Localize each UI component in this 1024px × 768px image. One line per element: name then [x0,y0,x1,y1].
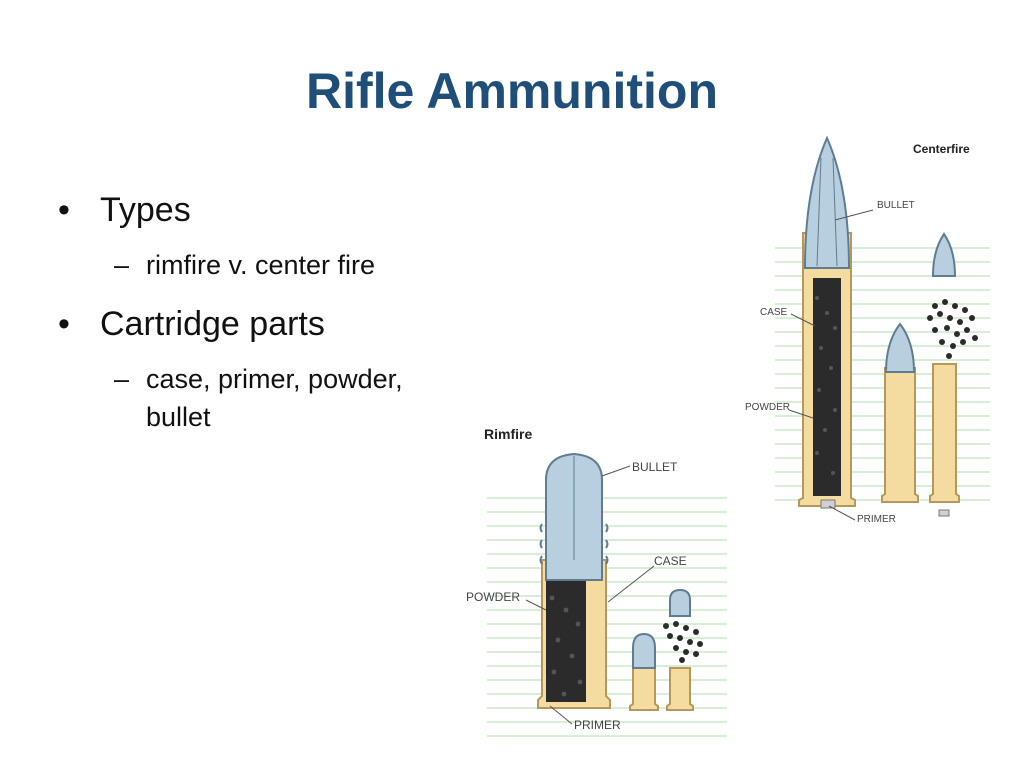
bullet-shape [931,232,957,277]
leader-lines [788,209,874,521]
primer-shape [820,499,836,509]
sub-bullet-text: rimfire v. center fire [146,250,376,280]
bullet-shape [669,588,691,617]
bullet-groove [832,157,838,267]
bullet-shape [884,322,916,373]
sub-bullet-item: – rimfire v. center fire [114,246,458,284]
rimfire-heading: Rimfire [484,426,533,442]
dash-icon: – [114,364,130,394]
powder-pile [927,299,978,359]
centerfire-illustration: Centerfire BULLET CASE POWDER PRIMER [735,128,997,528]
centerfire-label-bullet: BULLET [877,200,915,211]
rimfire-label-powder: POWDER [466,590,520,604]
rimfire-illustration: Rimfire BULLET CASE POWDER PRIMER [462,420,734,750]
case-shape [629,667,659,711]
bullet-item-types: • Types [58,188,458,232]
centerfire-label-case: CASE [760,307,788,318]
rimfire-label-case: CASE [654,554,687,568]
rimfire-diagram [487,452,727,737]
bullet-text: Types [100,191,191,229]
sub-bullet-text: case, primer, powder, bullet [146,364,403,432]
powder-grains [815,296,837,475]
bullet-groove [816,157,822,267]
slide-title: Rifle Ammunition [305,63,718,119]
bullet-list: • Types – rimfire v. center fire • Cartr… [58,188,458,454]
case-shape [929,363,960,503]
powder-fill [813,278,841,496]
bullet-item-cartridge-parts: • Cartridge parts [58,302,458,346]
bullet-shape [803,135,851,269]
case-shape [881,367,919,503]
primer-shape [938,509,950,517]
rimfire-label-primer: PRIMER [574,718,621,732]
bullet-text: Cartridge parts [100,305,325,343]
centerfire-label-primer: PRIMER [857,514,896,525]
centerfire-label-powder: POWDER [745,402,790,413]
powder-grains [549,595,583,697]
bullet-grooves [539,523,609,565]
bullet-dot-icon: • [58,191,70,229]
centerfire-diagram [775,135,990,521]
bullet-dot-icon: • [58,305,70,343]
centerfire-heading: Centerfire [913,142,970,156]
dash-icon: – [114,250,130,280]
bullet-shape [632,632,656,669]
sub-bullet-item: – case, primer, powder, bullet [114,360,458,436]
leader-lines [525,465,655,725]
rimfire-label-bullet: BULLET [632,460,678,474]
case-shape [666,667,694,711]
powder-pile [663,621,703,663]
